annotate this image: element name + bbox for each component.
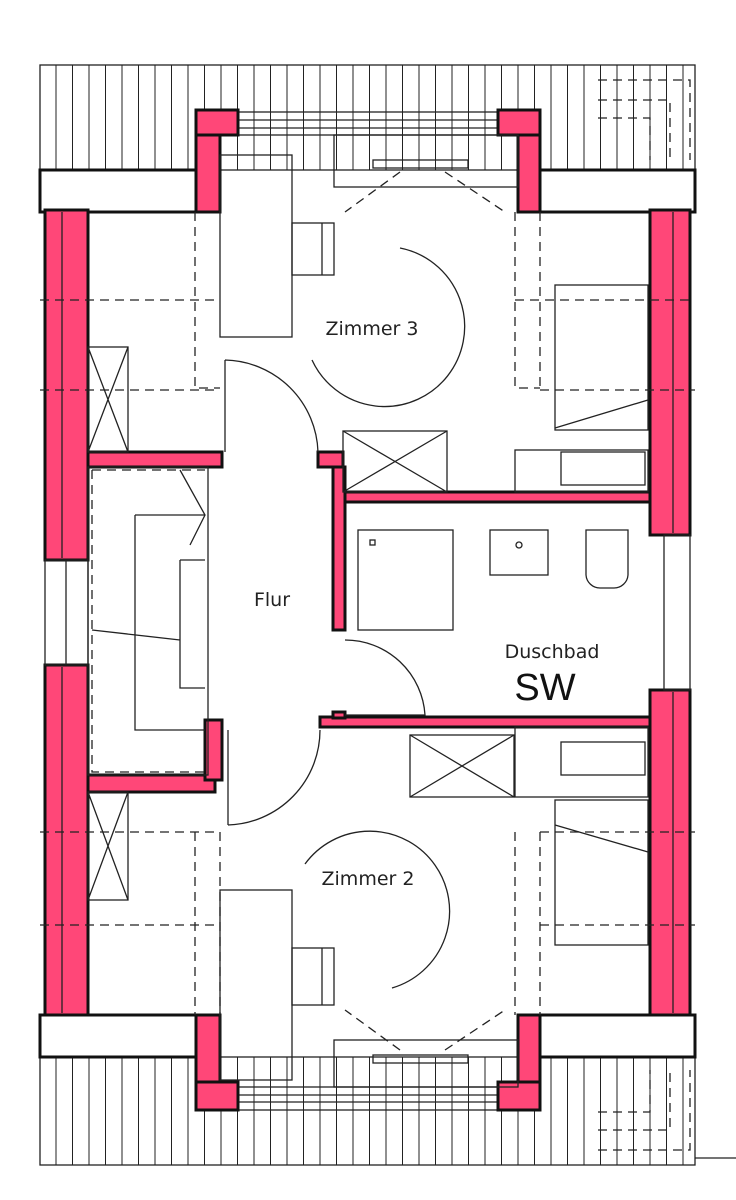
floor-area <box>88 212 650 1015</box>
room-label-zimmer3: Zimmer 3 <box>326 318 419 340</box>
eave-band <box>38 1013 198 1059</box>
wall <box>496 108 542 137</box>
exterior-wall-right <box>648 688 692 1017</box>
roof-stair-top <box>598 79 691 160</box>
exterior-wall-right <box>648 208 692 537</box>
wardrobe <box>342 430 448 493</box>
exterior-wall-left <box>43 663 90 1017</box>
turning-circle <box>311 247 466 408</box>
interior-wall <box>86 773 217 794</box>
window-sill <box>333 1039 519 1088</box>
room-label-flur: Flur <box>254 589 290 611</box>
dormer-window-top <box>237 111 499 136</box>
eave-band <box>38 168 198 214</box>
wall <box>496 1080 542 1112</box>
bed <box>554 799 649 946</box>
chair <box>291 947 335 1006</box>
cabinet <box>514 726 649 798</box>
roof-slope-lines <box>40 831 695 1015</box>
roof-hatch-bottom <box>55 1057 684 1165</box>
roof-slope-lines <box>40 212 695 391</box>
bed <box>554 284 649 431</box>
wall <box>194 1080 240 1112</box>
exterior-wall-left <box>43 208 90 562</box>
chair <box>291 222 335 276</box>
roof-outline-bottom <box>39 1056 696 1166</box>
room-label-duschbad: Duschbad <box>505 641 600 663</box>
window-right <box>663 534 691 691</box>
wardrobe <box>409 734 515 798</box>
roof-stair-bottom <box>598 1070 691 1151</box>
wall <box>194 108 240 137</box>
interior-wall <box>316 450 345 469</box>
wall <box>516 133 542 214</box>
interior-wall <box>86 450 224 469</box>
eave-band <box>538 168 697 214</box>
door-zimmer2[interactable] <box>227 729 321 826</box>
cupboard <box>87 346 129 453</box>
cabinet <box>514 449 649 493</box>
room-label-zimmer2: Zimmer 2 <box>322 868 415 890</box>
toilet <box>585 529 629 589</box>
staircase <box>87 466 209 776</box>
radiator <box>372 1054 469 1064</box>
wall <box>194 1013 222 1084</box>
door-zimmer3[interactable] <box>224 359 319 453</box>
window-sill <box>333 134 519 188</box>
room-tag-sw: SW <box>514 667 575 709</box>
radiator <box>372 159 469 169</box>
roof-hatch-top <box>55 65 684 170</box>
eave-band <box>538 1013 697 1059</box>
dormer-window-bottom <box>237 1086 499 1111</box>
turning-circle <box>304 830 451 989</box>
cupboard <box>87 791 129 901</box>
stair-outline <box>91 469 205 773</box>
wall <box>516 1013 542 1084</box>
bath-wall-top <box>343 490 652 504</box>
bath-wall-left <box>331 465 347 632</box>
washbasin <box>489 529 549 576</box>
interior-wall <box>203 718 224 782</box>
roof-outline-top <box>39 64 696 171</box>
wall <box>194 133 222 214</box>
stair-steps <box>91 469 206 731</box>
door-duschbad[interactable] <box>344 639 426 716</box>
bath-wall-bottom <box>318 715 652 729</box>
shower <box>357 529 454 631</box>
wall-stub <box>331 710 347 720</box>
